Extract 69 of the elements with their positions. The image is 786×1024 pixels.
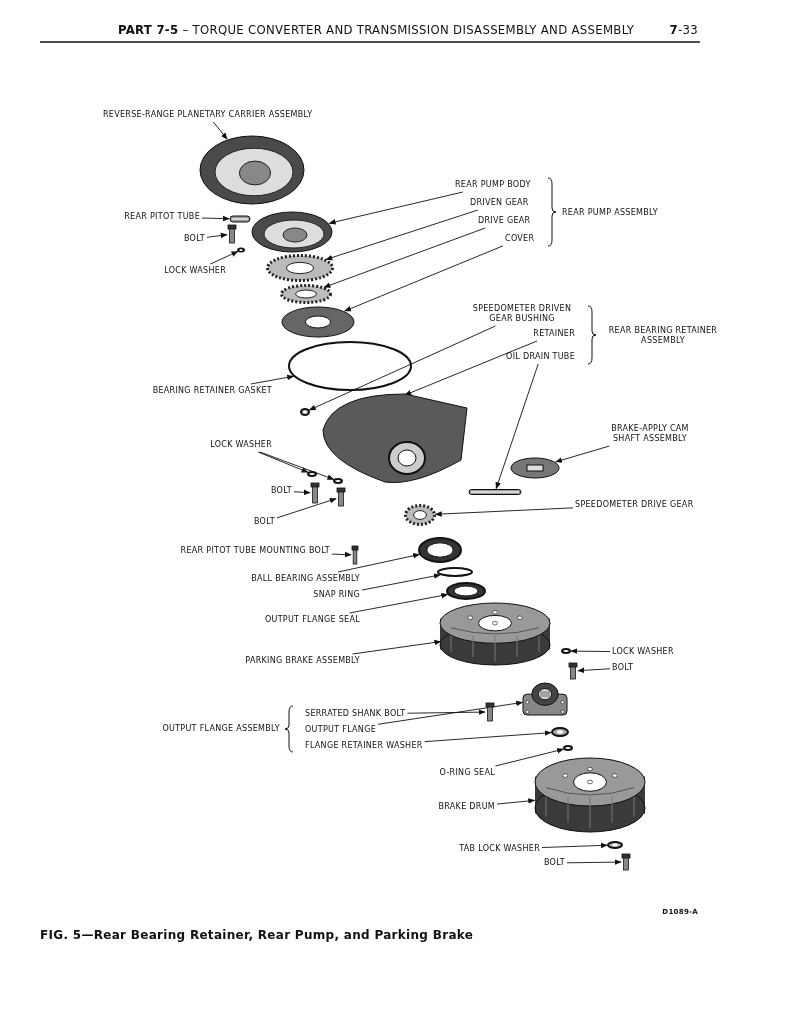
part-label: BALL BEARING ASSEMBLY xyxy=(251,574,360,584)
part-label: SNAP RING xyxy=(313,590,360,600)
retainer-housing-drawing xyxy=(322,393,468,483)
cam-shaft-drawing xyxy=(510,457,560,479)
part-label: REVERSE-RANGE PLANETARY CARRIER ASSEMBLY xyxy=(103,110,313,120)
part-label: REAR PITOT TUBE MOUNTING BOLT xyxy=(180,546,330,556)
gear-drawing xyxy=(266,254,334,282)
part-label: PARKING BRAKE ASSEMBLY xyxy=(245,656,360,666)
part-label: RETAINER xyxy=(533,329,575,339)
part-label: COVER xyxy=(505,234,535,244)
figure-caption: FIG. 5—Rear Bearing Retainer, Rear Pump, and Parking Brake xyxy=(40,928,474,943)
page-number: 7-33 xyxy=(669,22,698,38)
part-label: SPEEDOMETER DRIVE GEAR xyxy=(575,500,694,510)
part-label: OIL DRAIN TUBE xyxy=(506,352,575,362)
part-label: LOCK WASHER xyxy=(612,647,674,657)
bolt-drawing xyxy=(485,702,495,722)
part-label: OUTPUT FLANGE xyxy=(305,725,376,735)
bolt-drawing xyxy=(568,662,578,680)
planetary-carrier-drawing xyxy=(199,135,305,205)
pitot-tube-drawing xyxy=(229,215,251,223)
bolt-drawing xyxy=(227,224,237,244)
assembly-label: REAR BEARING RETAINER ASSEMBLY xyxy=(607,326,719,346)
o-ring-drawing xyxy=(563,745,573,751)
assembly-label: REAR PUMP ASSEMBLY xyxy=(562,208,658,218)
gasket-drawing xyxy=(288,341,412,391)
lock-washer-drawing xyxy=(237,247,245,253)
part-label: BRAKE DRUM xyxy=(438,802,495,812)
part-label: SERRATED SHANK BOLT xyxy=(305,709,406,719)
ball-bearing-drawing xyxy=(418,537,462,563)
part-label: SPEEDOMETER DRIVEN GEAR BUSHING xyxy=(466,304,578,324)
part-label: BEARING RETAINER GASKET xyxy=(152,386,272,396)
part-label: FLANGE RETAINER WASHER xyxy=(305,741,423,751)
lock-washer-drawing xyxy=(307,471,317,477)
part-label: TAB LOCK WASHER xyxy=(459,844,540,854)
bolt-drawing xyxy=(351,545,359,565)
seal-drawing xyxy=(446,582,486,600)
tab-washer-drawing xyxy=(607,841,623,849)
part-label: OUTPUT FLANGE SEAL xyxy=(264,615,360,625)
pump-body-drawing xyxy=(251,211,333,253)
part-label: BOLT xyxy=(270,486,292,496)
assembly-label: OUTPUT FLANGE ASSEMBLY xyxy=(162,724,280,734)
part-label: DRIVEN GEAR xyxy=(470,198,529,208)
part-label: DRIVE GEAR xyxy=(478,216,531,226)
snap-ring-drawing xyxy=(437,567,473,577)
output-flange-drawing xyxy=(522,682,568,716)
washer-drawing xyxy=(551,727,569,737)
part-label: BOLT xyxy=(183,234,205,244)
part-label: BOLT xyxy=(253,517,275,527)
part-label: BOLT xyxy=(543,858,565,868)
part-label: REAR PITOT TUBE xyxy=(124,212,200,222)
bolt-drawing xyxy=(336,487,346,507)
bolt-drawing xyxy=(310,482,320,504)
lock-washer-drawing xyxy=(333,478,343,484)
part-label: LOCK WASHER xyxy=(164,266,226,276)
part-label: O-RING SEAL xyxy=(439,768,495,778)
bushing-drawing xyxy=(300,408,310,416)
brake-drum-drawing xyxy=(534,757,646,833)
part-label: REAR PUMP BODY xyxy=(455,180,531,190)
bolt-drawing xyxy=(621,853,631,871)
part-label: BOLT xyxy=(612,663,634,673)
parking-brake-drawing xyxy=(439,602,551,666)
drain-tube-drawing xyxy=(468,489,522,495)
part-label: BRAKE-APPLY CAM SHAFT ASSEMBLY xyxy=(600,424,700,444)
page-header: PART 7-5 – TORQUE CONVERTER AND TRANSMISSION DISASSEMBLY AND ASSEMBLY xyxy=(118,22,635,38)
part-label: LOCK WASHER xyxy=(210,440,272,450)
drive-gear-drawing xyxy=(404,504,436,526)
pump-cover-drawing xyxy=(281,306,355,338)
gear-drawing xyxy=(280,284,332,304)
lock-washer-drawing xyxy=(561,648,571,654)
